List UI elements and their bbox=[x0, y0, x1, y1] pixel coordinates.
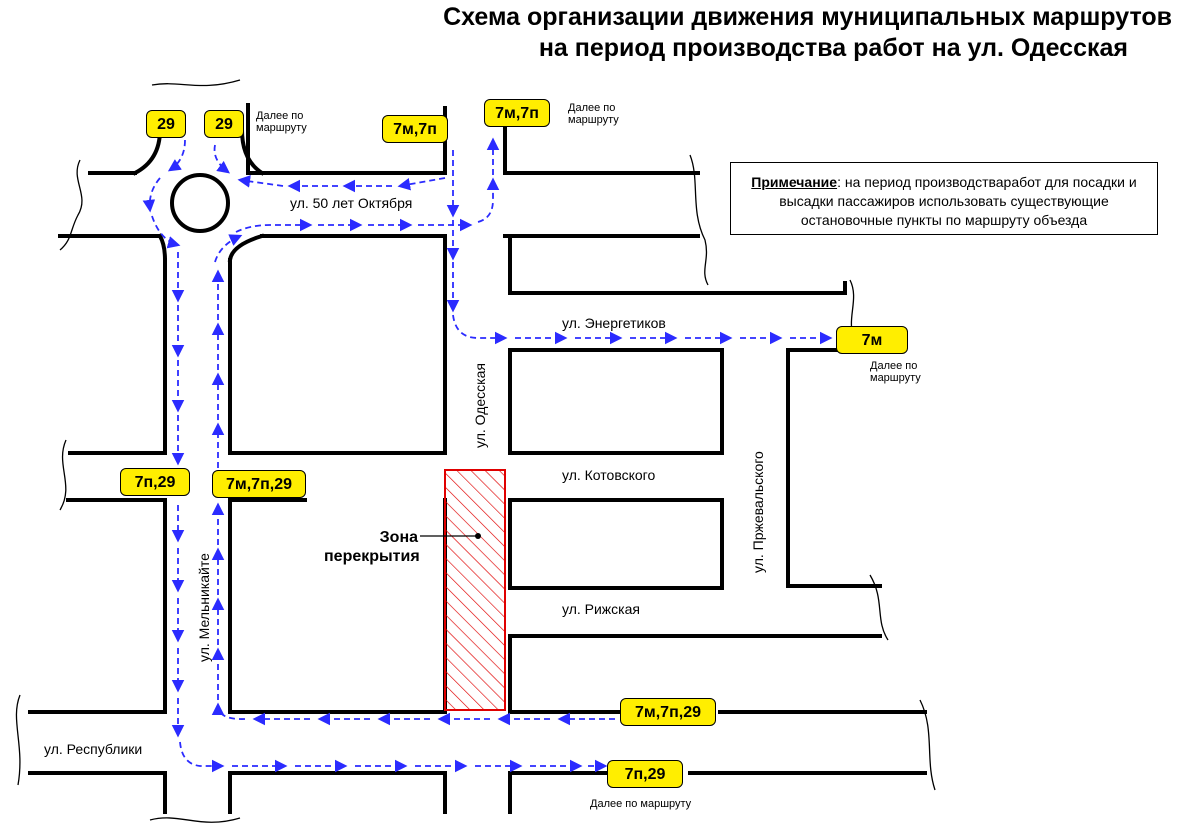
further-note-29-line-1: Далее по bbox=[256, 110, 304, 122]
note-text-3: остановочные пункты по маршруту объезда bbox=[800, 212, 1088, 228]
further-note-7m7p-line-1: Далее по bbox=[568, 102, 616, 114]
further-note-7m-line-1: Далее по bbox=[870, 360, 918, 372]
further-note-7p29: Далее по маршруту bbox=[590, 798, 692, 810]
further-note-29: Далее по маршруту bbox=[256, 110, 307, 134]
street-label-energetikov: ул. Энергетиков bbox=[562, 315, 666, 331]
closed-zone bbox=[444, 469, 506, 711]
road-break-marks bbox=[15, 79, 936, 823]
note-label: Примечание bbox=[751, 174, 838, 190]
note-text-2: высадки пассажиров использовать существу… bbox=[779, 193, 1109, 209]
street-label-przhevalskogo: ул. Пржевальского bbox=[750, 451, 766, 573]
route-badge-7m7p29-bottom: 7м,7п,29 bbox=[620, 698, 716, 726]
further-note-7m-line-2: маршруту bbox=[870, 372, 921, 384]
street-label-rizhskaya: ул. Рижская bbox=[562, 601, 640, 617]
street-label-50-let-oktyabrya: ул. 50 лет Октября bbox=[290, 195, 413, 211]
route-arrows bbox=[142, 137, 833, 773]
title-line-2: на период производства работ на ул. Одес… bbox=[538, 34, 1128, 62]
further-note-7m7p-line-2: маршруту bbox=[568, 114, 619, 126]
zone-pointer-dot bbox=[475, 533, 481, 539]
map-title: Схема организации движения муниципальных… bbox=[0, 2, 1200, 64]
route-badge-29-left: 29 bbox=[146, 110, 186, 138]
further-note-7m7p: Далее по маршруту bbox=[568, 102, 619, 126]
route-badge-29-right: 29 bbox=[204, 110, 244, 138]
route-badge-7p29-left: 7п,29 bbox=[120, 468, 190, 496]
street-label-odesskaya: ул. Одесская bbox=[472, 363, 488, 448]
street-label-kotovskogo: ул. Котовского bbox=[562, 467, 656, 483]
further-note-29-line-2: маршруту bbox=[256, 122, 307, 134]
route-badge-7p29-bottom: 7п,29 bbox=[607, 760, 683, 788]
closed-zone-label-line-2: перекрытия bbox=[324, 548, 420, 565]
route-badge-7m7p-topright: 7м,7п bbox=[484, 99, 550, 127]
street-label-respubliki: ул. Республики bbox=[44, 741, 143, 757]
closed-zone-label-line-1: Зона bbox=[379, 529, 418, 546]
route-badge-7m7p29-mid: 7м,7п,29 bbox=[212, 470, 306, 498]
route-badge-7m7p-top: 7м,7п bbox=[382, 115, 448, 143]
title-line-1: Схема организации движения муниципальных… bbox=[443, 3, 1172, 31]
street-label-melnikaite: ул. Мельникайте bbox=[196, 553, 212, 662]
closed-zone-label: Зона перекрытия bbox=[324, 528, 420, 566]
further-note-7m: Далее по маршруту bbox=[870, 360, 921, 384]
note-text-1: : на период производстваработ для посадк… bbox=[837, 174, 1137, 190]
route-badge-7m: 7м bbox=[836, 326, 908, 354]
note-box: Примечание: на период производстваработ … bbox=[730, 162, 1158, 235]
